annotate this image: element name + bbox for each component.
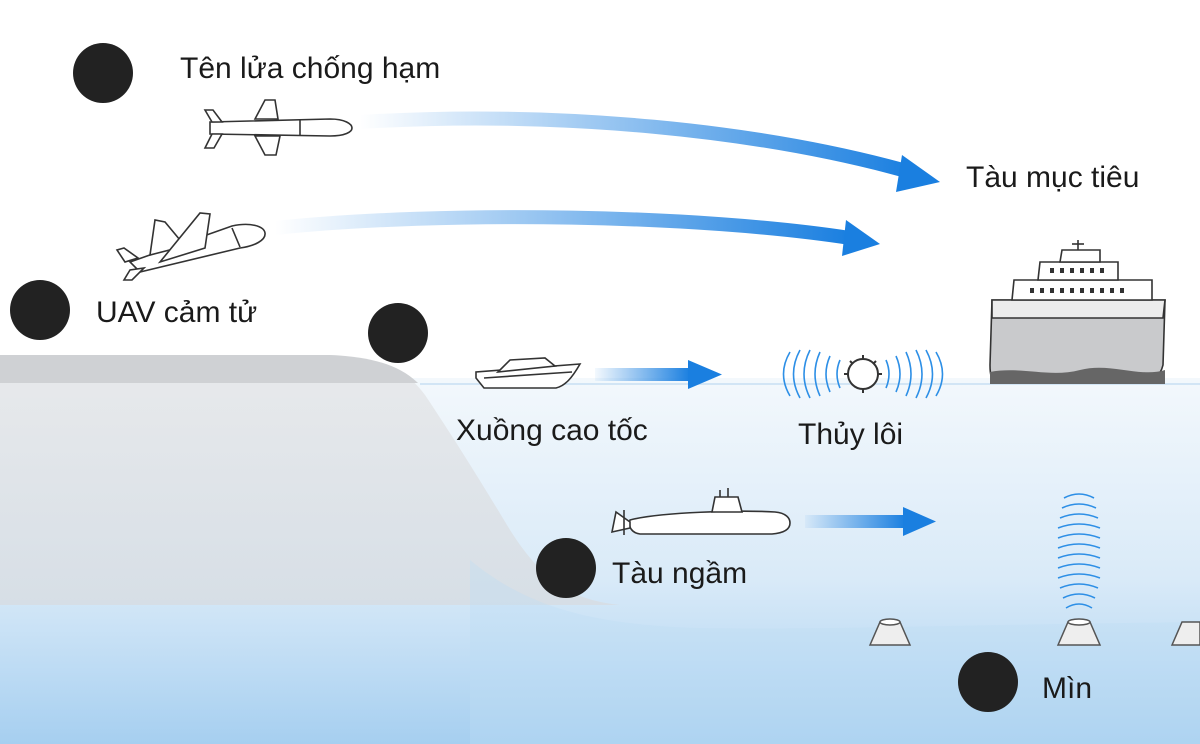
submarine-icon [610, 488, 791, 535]
speedboat-icon [475, 357, 582, 389]
marker-dot-missile [73, 43, 133, 103]
uav-label: UAV cảm tử [96, 296, 258, 329]
seabed-mine-signal-waves [1057, 493, 1101, 609]
speedboat-label: Xuồng cao tốc [456, 414, 648, 447]
uav-arrowhead [842, 220, 880, 256]
target-ship-icon [989, 240, 1166, 384]
uav-trajectory-arrow [274, 210, 852, 245]
seabed-mine-icon [1170, 621, 1200, 646]
speedboat-arrowhead [688, 360, 722, 389]
seabed-mine-icon [1056, 618, 1102, 646]
marker-dot-seabed-mine [958, 652, 1018, 712]
seabed-mine-label: Mìn [1042, 672, 1093, 705]
naval-mine-label: Thủy lôi [798, 418, 904, 451]
missile-trajectory-arrow [359, 111, 912, 179]
target-ship-label: Tàu mục tiêu [966, 161, 1140, 194]
marker-dot-submarine [536, 538, 596, 598]
seabed-mine-icon [868, 618, 912, 646]
missile-arrowhead [896, 155, 940, 192]
submarine-arrowhead [903, 507, 936, 536]
missile-label: Tên lửa chống hạm [180, 52, 441, 85]
marker-dot-uav [10, 280, 70, 340]
submarine-arrow-shaft [805, 515, 905, 528]
shelf [0, 355, 620, 605]
seabed [470, 560, 1200, 744]
kamikaze-uav-icon [115, 212, 266, 281]
marker-dot-speedboat [368, 303, 428, 363]
shelf-top [0, 355, 418, 383]
submarine-label: Tàu ngầm [612, 557, 748, 590]
naval-mine-signal-waves [782, 349, 944, 399]
speedboat-arrow-shaft [595, 368, 690, 381]
anti-ship-missile-icon [203, 99, 353, 156]
naval-mine-icon [844, 355, 882, 393]
